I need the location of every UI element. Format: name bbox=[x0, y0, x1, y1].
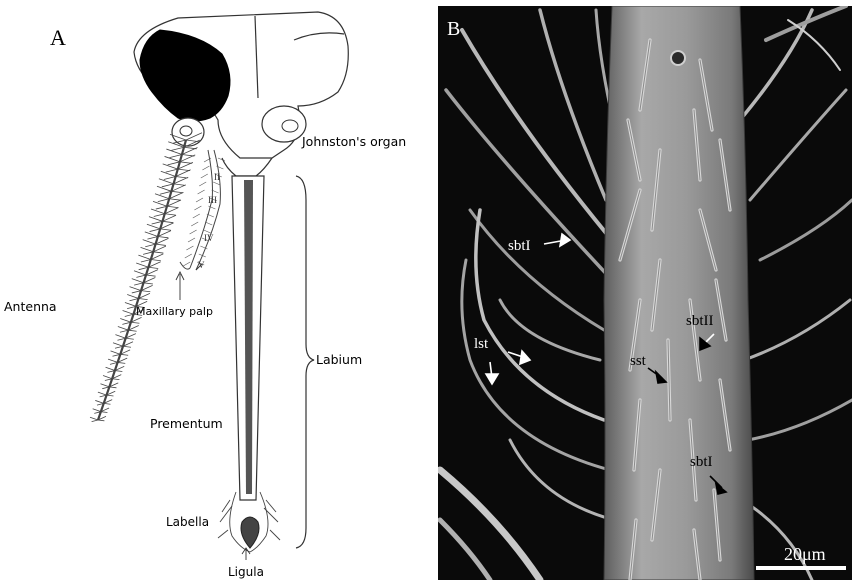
label-sst: sst bbox=[630, 353, 647, 369]
label-sbt1-lower: sbtI bbox=[690, 454, 713, 470]
label-sbt1-upper: sbtI bbox=[508, 238, 531, 254]
label-sbt2: sbtII bbox=[686, 313, 714, 329]
label-johnstons-organ: Johnston's organ bbox=[301, 134, 406, 149]
label-antenna: Antenna bbox=[4, 299, 57, 314]
panel-label-b: B bbox=[447, 18, 460, 40]
label-prementum: Prementum bbox=[150, 416, 223, 431]
palp-segment-v: V bbox=[198, 260, 205, 270]
panel-b: B sbtI lst sbtII sst sbtI 20μm bbox=[438, 6, 852, 580]
label-maxillary-palp: Maxillary palp bbox=[136, 305, 213, 318]
label-labium: Labium bbox=[316, 352, 362, 367]
antenna-socket bbox=[172, 118, 204, 146]
palp-segment-iv: IV bbox=[204, 233, 214, 243]
sensillum-socket bbox=[671, 51, 685, 65]
label-labella: Labella bbox=[166, 515, 209, 529]
panel-label-a: A bbox=[50, 25, 66, 50]
panel-a: A Johnston's organ Antenna Maxillary pal… bbox=[0, 0, 430, 580]
palp-segment-iii: III bbox=[208, 195, 217, 205]
antenna-shaft-sem bbox=[604, 6, 754, 580]
palp-segment-ii: II bbox=[214, 172, 220, 182]
label-ligula: Ligula bbox=[228, 565, 264, 579]
johnstons-organ-pedicel bbox=[262, 106, 306, 142]
label-lst: lst bbox=[474, 336, 489, 352]
scale-bar-label: 20μm bbox=[784, 544, 826, 564]
